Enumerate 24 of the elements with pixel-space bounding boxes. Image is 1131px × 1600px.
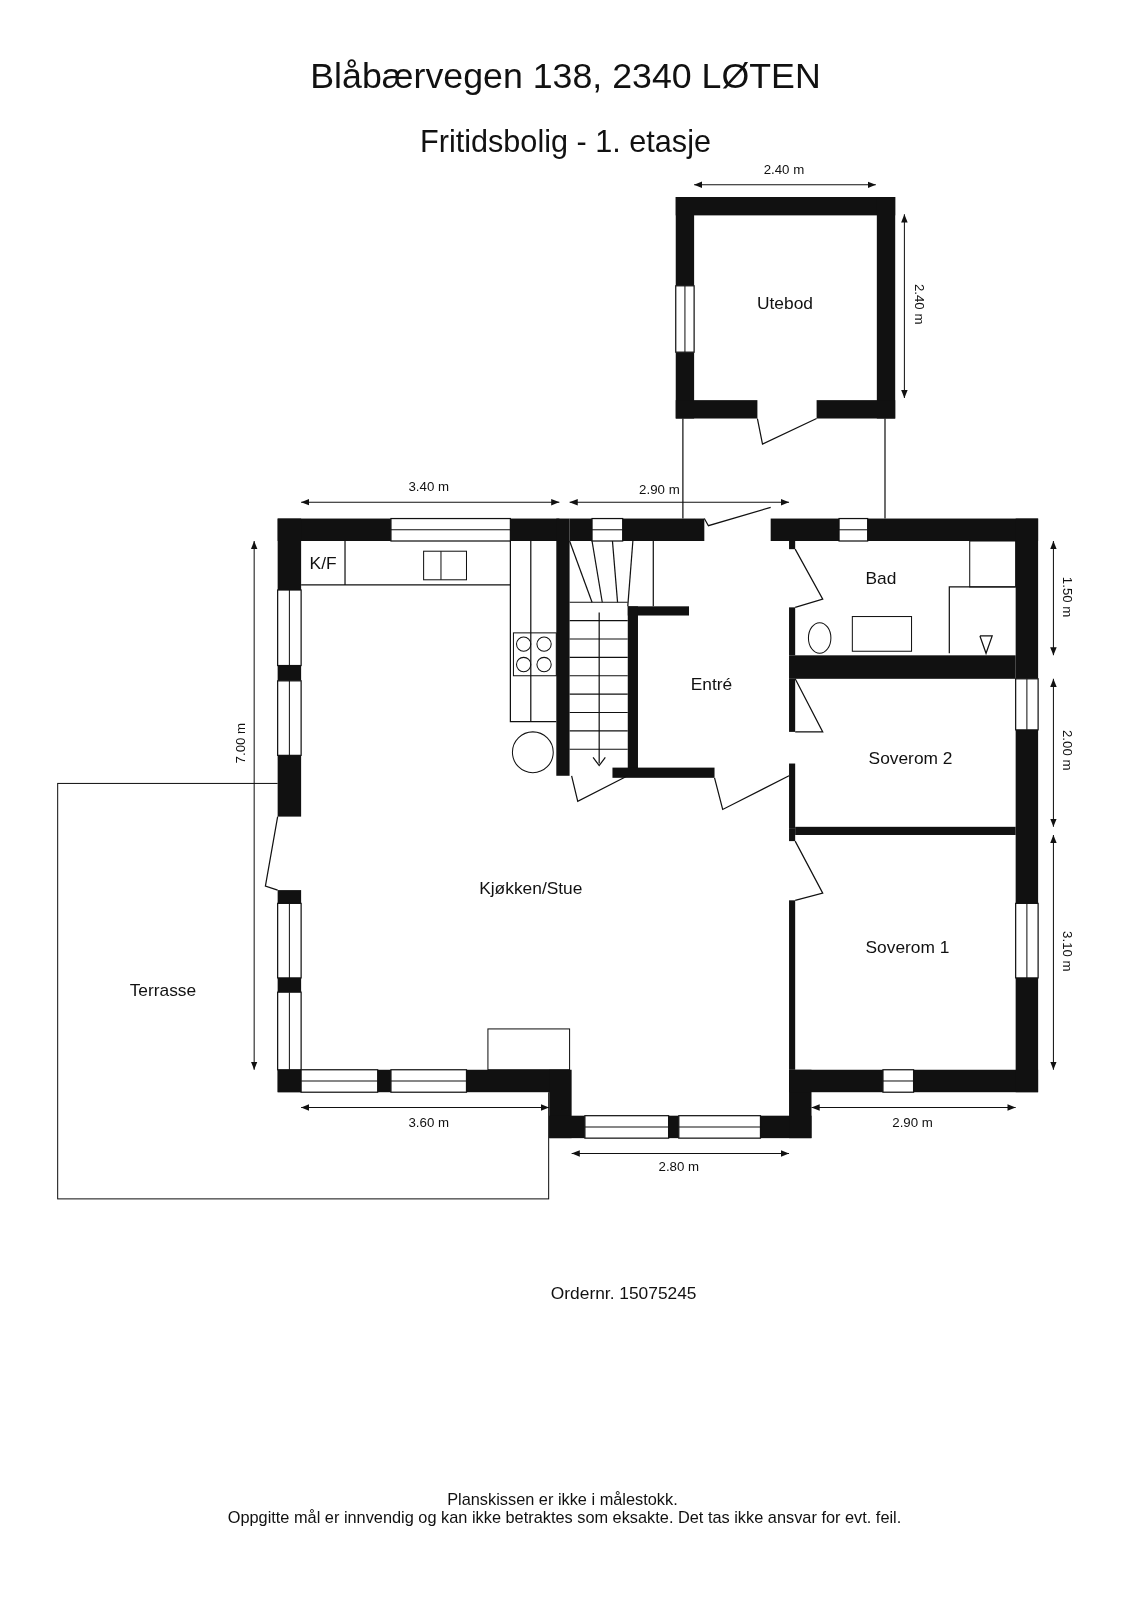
dimension-text: 2.90 m bbox=[639, 482, 680, 498]
room-label: Bad bbox=[865, 569, 897, 589]
room-label: K/F bbox=[309, 552, 337, 574]
order-number: Ordernr. 15075245 bbox=[550, 1284, 697, 1304]
room-label: Soverom 1 bbox=[865, 938, 950, 958]
dimension-text: 2.90 m bbox=[892, 1115, 933, 1131]
dimension-text: 3.60 m bbox=[408, 1115, 449, 1131]
room-label: Kjøkken/Stue bbox=[479, 879, 583, 899]
room-label: Utebod bbox=[757, 294, 813, 314]
dimension-text: 2.00 m bbox=[1059, 729, 1074, 771]
dimension-text: 1.50 m bbox=[1059, 576, 1074, 618]
footnote: Planskissen er ikke i målestokk. bbox=[447, 1490, 678, 1509]
dimension-text: 2.80 m bbox=[658, 1159, 700, 1175]
dimension-text: 2.40 m bbox=[911, 283, 926, 325]
dimension-text: 7.00 m bbox=[233, 722, 249, 764]
subtitle: Fritidsbolig - 1. etasje bbox=[420, 124, 711, 158]
footnote: Oppgitte mål er innvendig og kan ikke betraktes som eksakte. Det tas ikke ansvar for evt. feil. bbox=[227, 1508, 902, 1527]
room-label: Terrasse bbox=[129, 980, 197, 1002]
room-label: Soverom 2 bbox=[868, 749, 953, 769]
title: Blåbærvegen 138, 2340 LØTEN bbox=[310, 55, 821, 96]
dimension-text: 3.10 m bbox=[1059, 931, 1074, 972]
room-label: Entré bbox=[690, 675, 733, 695]
dimension-text: 2.40 m bbox=[763, 163, 805, 178]
dimension-text: 3.40 m bbox=[408, 479, 449, 495]
